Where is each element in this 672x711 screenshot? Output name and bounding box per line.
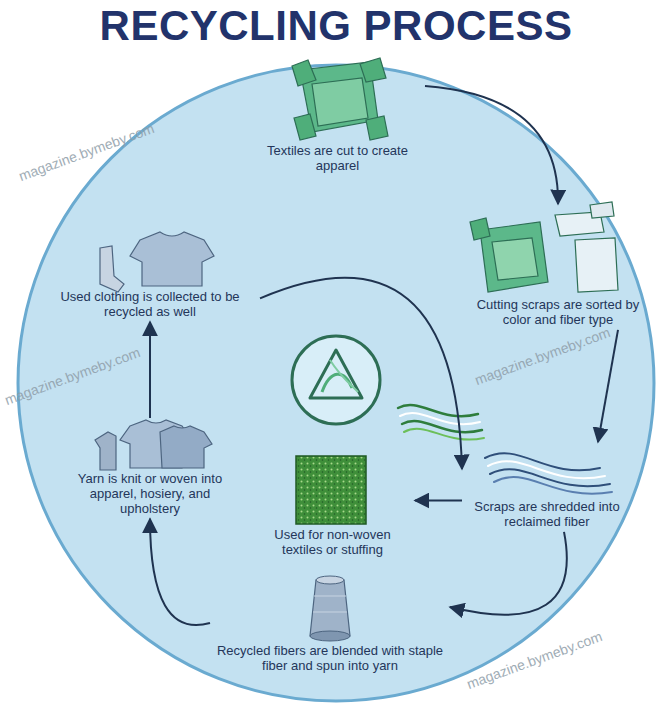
step-caption: Textiles are cut to create apparel (254, 144, 421, 174)
step-caption: Cutting scraps are sorted by color and f… (462, 298, 654, 328)
title: RECYCLING PROCESS (0, 2, 672, 50)
process-step: Used for non-woven textiles or stuffing (250, 452, 415, 560)
process-step: Yarn is knit or woven into apparel, hosi… (60, 418, 240, 519)
cut-scraps (470, 202, 618, 292)
flow-arrow (425, 86, 558, 204)
flow-arrow (260, 278, 462, 469)
flow-arrow (149, 322, 151, 418)
logo (292, 336, 380, 424)
process-step: Textiles are cut to create apparel (250, 56, 425, 176)
fiber-waves (398, 405, 484, 440)
non-woven-sample (296, 456, 366, 524)
reclaimed-fiber (485, 453, 612, 493)
flow-arrow (150, 519, 210, 625)
fabric-pieces (292, 58, 388, 140)
flow-arrow (415, 499, 462, 501)
step-caption: Yarn is knit or woven into apparel, hosi… (64, 472, 236, 517)
yarn-spool (310, 576, 350, 641)
process-step: Used clothing is collected to be recycle… (40, 228, 260, 322)
step-caption: Recycled fibers are blended with staple … (214, 644, 446, 674)
flow-arrow (450, 532, 567, 615)
step-caption: Used clothing is collected to be recycle… (44, 290, 256, 320)
step-caption: Used for non-woven textiles or stuffing (254, 528, 411, 558)
background-circle (18, 65, 654, 701)
new-apparel (95, 420, 212, 470)
used-clothing (100, 232, 214, 292)
flow-arrow (598, 330, 618, 442)
process-step: Recycled fibers are blended with staple … (210, 570, 450, 676)
step-caption: Scraps are shredded into reclaimed fiber (466, 500, 628, 530)
process-step: Scraps are shredded into reclaimed fiber (462, 442, 632, 532)
process-step: Cutting scraps are sorted by color and f… (458, 204, 658, 330)
